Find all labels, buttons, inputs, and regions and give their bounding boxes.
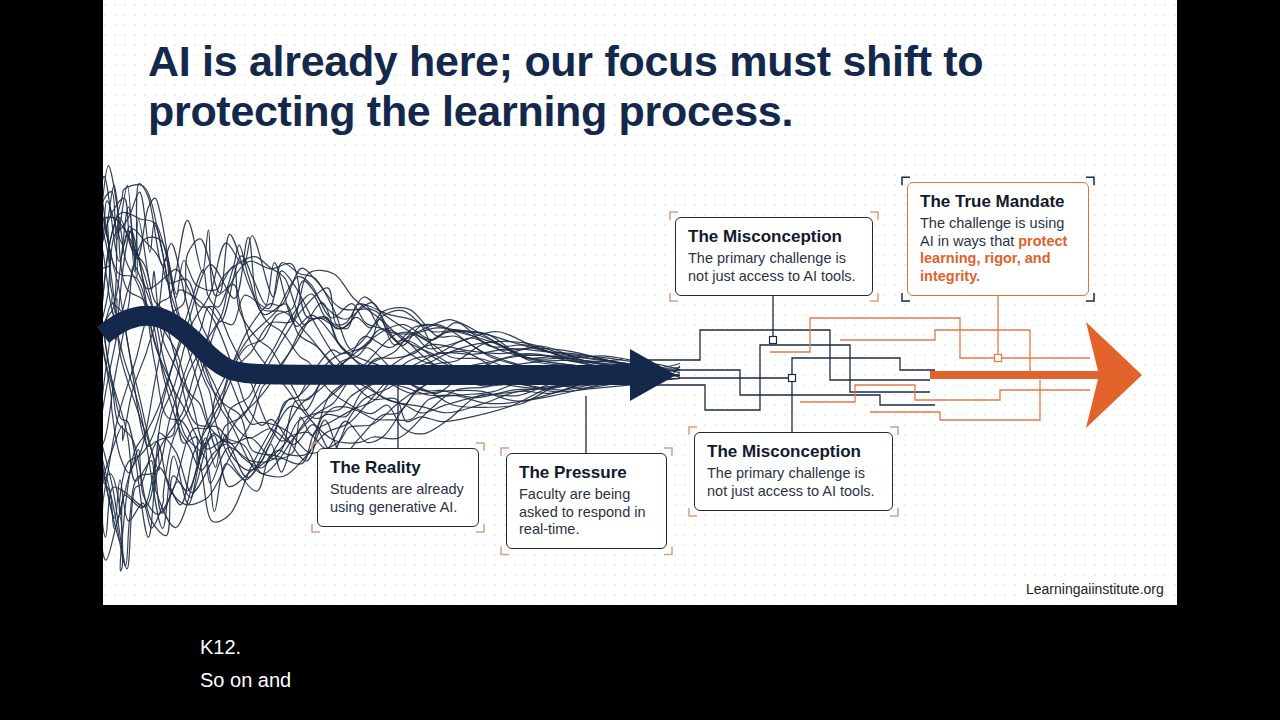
orange-arrow-shaft: [930, 371, 1100, 379]
leader-line: [397, 384, 398, 448]
box-heading: The Misconception: [707, 441, 880, 462]
tangle-strand: [103, 261, 680, 544]
junction-dot: [770, 337, 777, 344]
watermark: Learningaiinstitute.org: [1026, 581, 1164, 597]
subtitle-line: So on and: [200, 669, 291, 692]
circuit-trace: [770, 318, 1090, 358]
circuit-trace: [840, 330, 1030, 375]
callout-box: The MisconceptionThe primary challenge i…: [675, 217, 873, 296]
orange-arrowhead: [1086, 322, 1142, 428]
box-body: Faculty are being asked to respond in re…: [519, 486, 654, 538]
callout-box: The RealityStudents are already using ge…: [317, 448, 479, 527]
circuit-lines: [640, 318, 1090, 420]
tangle-strand: [103, 240, 680, 537]
body-text: The primary challenge is not just access…: [707, 465, 875, 498]
box-heading: The Reality: [330, 457, 466, 478]
leader-lines: [398, 296, 1002, 453]
circuit-trace: [680, 358, 935, 378]
circuit-trace: [640, 330, 930, 380]
mandate-box: The True MandateThe challenge is using A…: [907, 182, 1089, 296]
box-body: Students are already using generative AI…: [330, 481, 466, 516]
box-body: The challenge is using AI in ways thatpr…: [920, 215, 1076, 285]
circuit-trace: [870, 380, 1040, 420]
body-text: Faculty are being asked to respond in re…: [519, 486, 646, 537]
box-heading: The Pressure: [519, 462, 654, 483]
callout-box: The PressureFaculty are being asked to r…: [506, 453, 667, 549]
box-body: The primary challenge is not just access…: [688, 250, 860, 285]
tangle-lines: [103, 164, 680, 572]
tangle-strand: [103, 185, 680, 492]
tangle-strand: [103, 265, 680, 514]
main-arrows: [103, 316, 1142, 428]
box-body: The primary challenge is not just access…: [707, 465, 880, 500]
circuit-trace: [660, 370, 935, 405]
corner-brackets: [312, 177, 1094, 554]
box-heading: The Misconception: [688, 226, 860, 247]
junction-dot: [789, 375, 796, 382]
tangle-strand: [103, 259, 647, 571]
callout-box: The MisconceptionThe primary challenge i…: [694, 432, 893, 511]
corner-bracket: [664, 546, 672, 554]
body-text: Students are already using generative AI…: [330, 481, 464, 514]
navy-arrow-shaft: [103, 316, 640, 375]
junction-dot: [995, 355, 1002, 362]
leader-line: [997, 296, 998, 358]
leader-line: [585, 396, 586, 453]
tangle-strand: [103, 198, 680, 474]
body-text: The primary challenge is not just access…: [688, 250, 856, 283]
navy-arrowhead: [630, 349, 676, 401]
circuit-trace: [800, 385, 1090, 402]
subtitle-line: K12.: [200, 636, 241, 659]
leader-line: [772, 296, 773, 340]
slide-title: AI is already here; our focus must shift…: [148, 36, 1158, 137]
leader-line: [791, 378, 792, 432]
tangle-strand: [103, 217, 642, 468]
box-heading: The True Mandate: [920, 191, 1076, 212]
